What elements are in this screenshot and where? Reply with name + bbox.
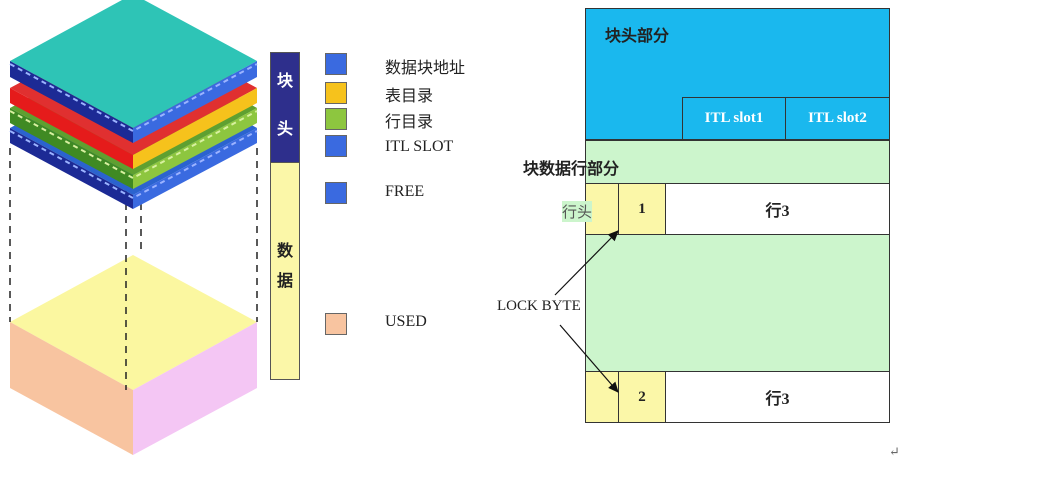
legend-swatch-row-directory xyxy=(325,108,347,130)
row-1-text: 行3 xyxy=(665,183,890,235)
itl-slot-2: ITL slot2 xyxy=(785,97,890,140)
lock-byte-label: LOCK BYTE xyxy=(497,298,581,314)
block-head-char-2: 头 xyxy=(276,121,293,138)
return-mark: ↵ xyxy=(889,444,900,459)
block-3d-illustration xyxy=(9,0,258,455)
legend-label-free: FREE xyxy=(385,183,425,200)
legend-label-table-directory: 表目录 xyxy=(385,88,434,105)
legend-swatch-free xyxy=(325,182,347,204)
block-data-char-2: 据 xyxy=(276,273,293,290)
dashed-connectors xyxy=(9,148,258,390)
legend-label-itl-slot: ITL SLOT xyxy=(385,138,454,155)
legend-label-row-directory: 行目录 xyxy=(385,114,434,131)
legend-swatch-used xyxy=(325,313,347,335)
row-2-number: 2 xyxy=(618,371,666,423)
block-data-char-1: 数 xyxy=(276,243,293,260)
layer-block-address xyxy=(9,0,258,143)
data-row-1: 1 行3 xyxy=(585,183,890,235)
legend-label-used: USED xyxy=(385,313,427,330)
row-2-text: 行3 xyxy=(665,371,890,423)
legend-swatch-itl-slot xyxy=(325,135,347,157)
legend-label-block-address: 数据块地址 xyxy=(385,60,466,77)
data-cube xyxy=(10,255,257,455)
row-header-label: 行头 xyxy=(562,201,593,222)
itl-slot-1: ITL slot1 xyxy=(682,97,786,140)
legend-swatch-block-address xyxy=(325,53,347,75)
data-row-2: 2 行3 xyxy=(585,371,890,423)
block-data-title: 块数据行部分 xyxy=(523,161,620,178)
row-1-number: 1 xyxy=(618,183,666,235)
block-head-char-1: 块 xyxy=(276,73,293,90)
block-head-title: 块头部分 xyxy=(605,28,670,45)
block-head-bar: 块 头 xyxy=(270,52,300,164)
row-2-lock-byte-cell xyxy=(585,371,619,423)
legend-swatch-table-directory xyxy=(325,82,347,104)
block-data-bar: 数 据 xyxy=(270,162,300,380)
